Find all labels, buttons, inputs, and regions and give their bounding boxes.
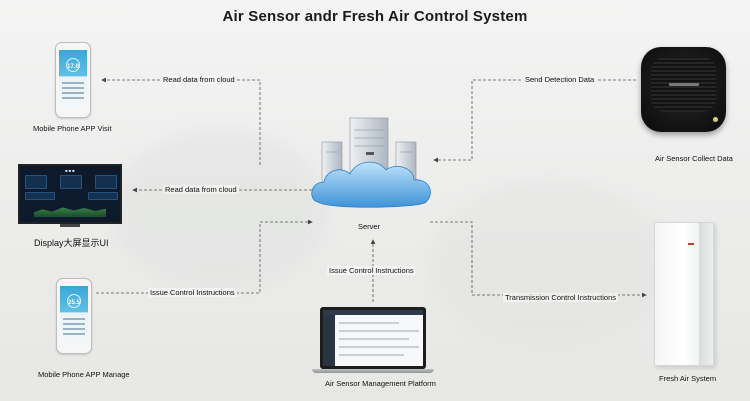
phone-visit-label: Mobile Phone APP Visit [33, 124, 112, 133]
edge-label-read-cloud-2: Read data from cloud [163, 185, 239, 194]
edge-label-send-detect: Send Detection Data [523, 75, 597, 84]
display-label: Display大屏显示UI [34, 238, 109, 248]
edge-label-issue-center: Issue Control Instructions [327, 266, 416, 275]
server-cloud-icon [311, 117, 431, 208]
phone-manage-value: 25.5 [68, 300, 80, 306]
background-blur [110, 130, 330, 290]
background-blur [430, 180, 670, 350]
phone-visit-value: 17.0 [67, 64, 79, 70]
diagram-title: Air Sensor andr Fresh Air Control System [222, 8, 528, 25]
phone-visit-image: 17.0 [55, 42, 91, 118]
edge-label-read-cloud-1: Read data from cloud [161, 75, 237, 84]
air-sensor-label: Air Sensor Collect Data [655, 154, 733, 163]
edge-transmission [430, 221, 647, 298]
edge-label-issue-left: Issue Control Instructions [148, 288, 237, 297]
server-label: Server [358, 222, 381, 231]
edge-send-detect [433, 79, 636, 163]
fresh-air-unit-image [654, 222, 714, 366]
phone-manage-label: Mobile Phone APP Manage [38, 370, 130, 379]
platform-label: Air Sensor Management Platform [325, 379, 436, 388]
display-stand [60, 224, 80, 227]
edge-read-cloud-1 [101, 77, 261, 165]
phone-manage-image: 25.5 [56, 278, 92, 354]
edge-issue-left [96, 219, 313, 294]
platform-laptop-image [320, 307, 426, 369]
platform-laptop-base [312, 369, 434, 373]
fresh-air-label: Fresh Air System [659, 374, 717, 383]
display-image: ■ ■ ■ [18, 164, 122, 224]
edge-label-transmission: Transmission Control Instructions [503, 293, 619, 302]
air-sensor-image [641, 47, 726, 132]
